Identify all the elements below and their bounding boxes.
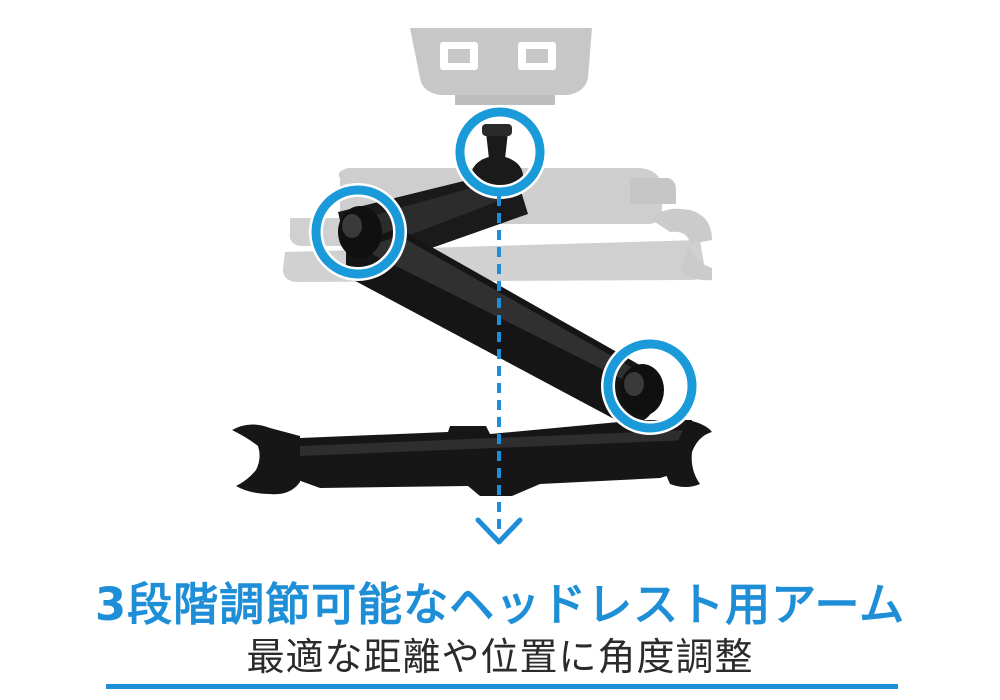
- arm-diagonal-link: [346, 228, 654, 424]
- pivot-ring-top-icon: [453, 105, 547, 199]
- pivot-ring-right-icon: [601, 337, 699, 435]
- pivot-knob-left: [338, 206, 382, 258]
- pivot-ring-left-icon: [309, 183, 407, 281]
- arm-bottom-bar: [232, 420, 712, 496]
- pivot-knob-right: [620, 364, 664, 416]
- headline: 3段階調節可能なヘッドレスト用アーム: [94, 578, 906, 631]
- down-arrow-icon: [475, 196, 523, 545]
- ghost-top-bracket: [410, 28, 592, 105]
- bottom-accent-bar: [106, 684, 898, 689]
- subline: 最適な距離や位置に角度調整: [246, 635, 754, 679]
